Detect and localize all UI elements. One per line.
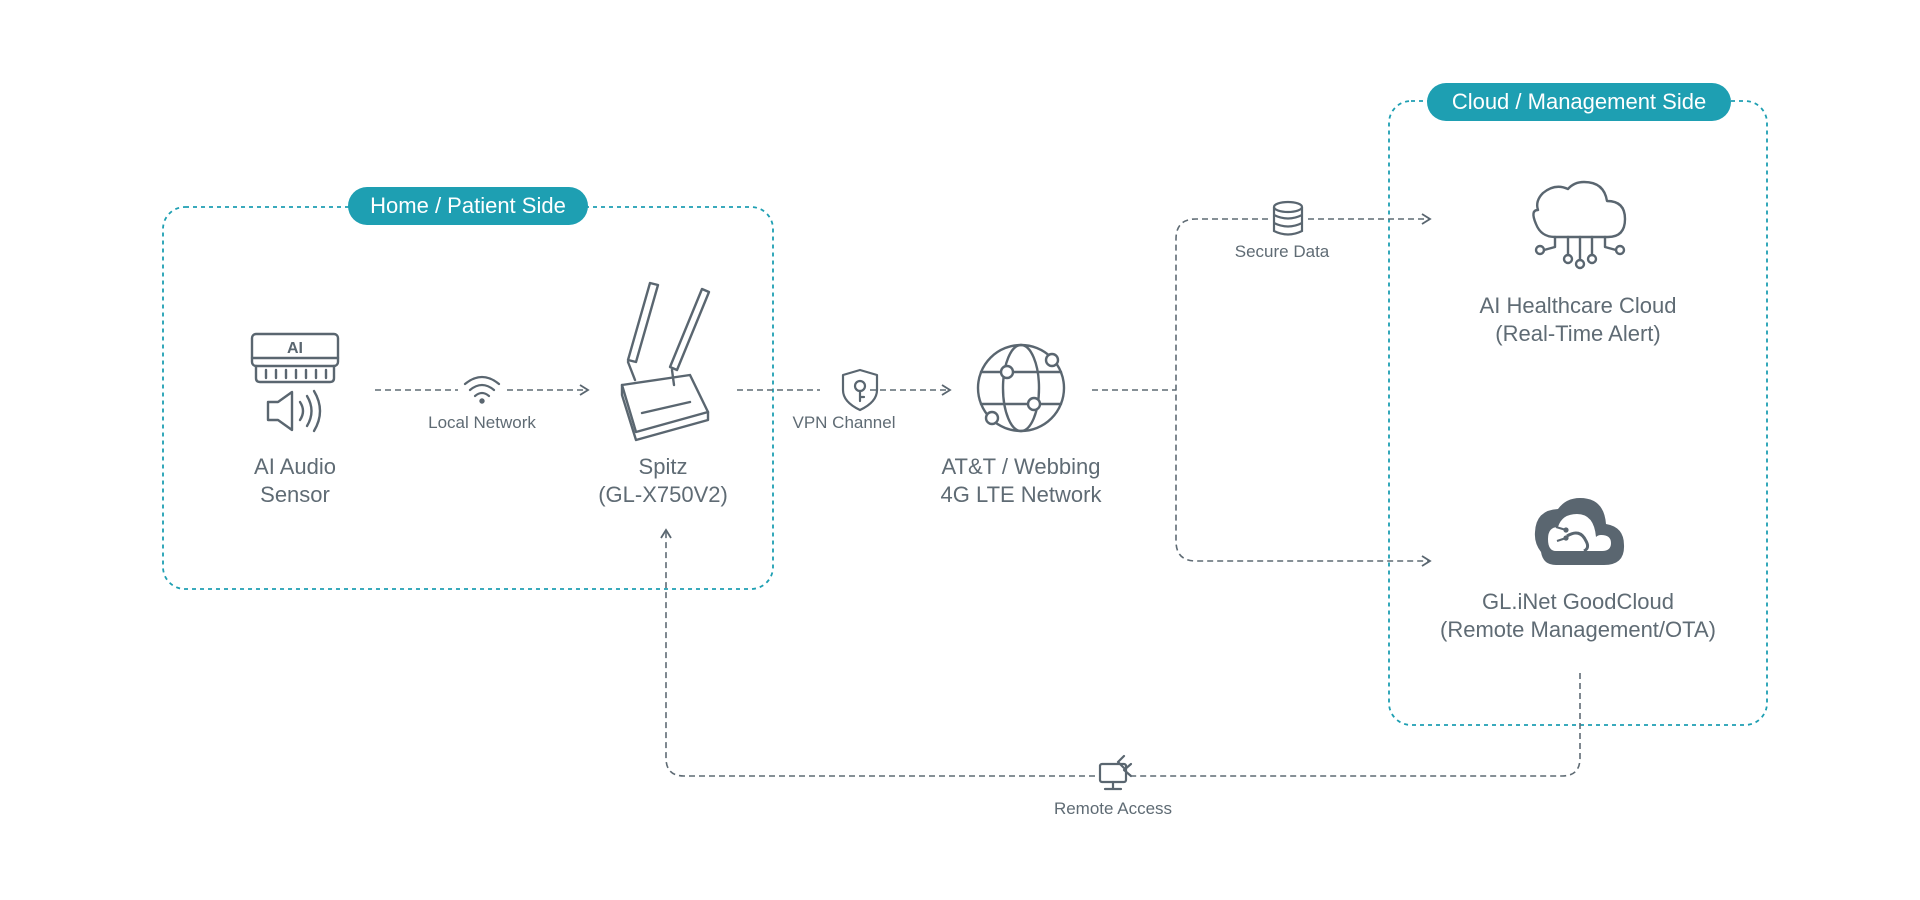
- ai-chip-text: AI: [287, 340, 303, 357]
- ai-audio-sensor-icon: [250, 332, 340, 433]
- router-icon: [620, 281, 711, 442]
- router-label: Spitz (GL-X750V2): [493, 453, 833, 509]
- goodcloud-logo-icon: [1534, 498, 1625, 565]
- goodcloud-label-line2: (Remote Management/OTA): [1440, 617, 1716, 642]
- edge-remote-right: [1132, 673, 1581, 777]
- remote-access-label: Remote Access: [1053, 799, 1173, 818]
- database-icon: [1272, 200, 1304, 236]
- network-label-line2: 4G LTE Network: [940, 482, 1102, 507]
- network-label-line1: AT&T / Webbing: [941, 454, 1101, 479]
- globe-icon: [976, 343, 1066, 433]
- network-label: AT&T / Webbing 4G LTE Network: [851, 453, 1191, 509]
- router-label-line2: (GL-X750V2): [598, 482, 728, 507]
- goodcloud-label-line1: GL.iNet GoodCloud: [1482, 589, 1674, 614]
- edge-remote-left: [660, 528, 1095, 777]
- vpn-channel-label: VPN Channel: [792, 413, 896, 432]
- ai-cloud-label: AI Healthcare Cloud (Real-Time Alert): [1408, 292, 1748, 348]
- ai-cloud-label-line1: AI Healthcare Cloud: [1479, 293, 1677, 318]
- wifi-icon: [463, 375, 501, 404]
- local-network-label: Local Network: [428, 413, 536, 432]
- cloud-group-title: Cloud / Management Side: [1427, 83, 1731, 121]
- ai-cloud-label-line2: (Real-Time Alert): [1495, 321, 1661, 346]
- sensor-label-line2: Sensor: [260, 482, 330, 507]
- home-group-frame: [162, 206, 774, 590]
- sensor-label-line1: AI Audio: [254, 454, 336, 479]
- cloud-group-frame: [1388, 100, 1768, 726]
- cloud-circuit-icon: [1532, 180, 1627, 270]
- remote-desktop-icon: [1098, 754, 1133, 791]
- edge-secure-left: [1175, 218, 1432, 567]
- secure-data-label: Secure Data: [1234, 242, 1330, 261]
- router-label-line1: Spitz: [638, 454, 688, 479]
- goodcloud-label: GL.iNet GoodCloud (Remote Management/OTA…: [1408, 588, 1748, 644]
- home-group-title: Home / Patient Side: [348, 187, 588, 225]
- shield-key-icon: [841, 368, 879, 412]
- sensor-label: AI Audio Sensor: [125, 453, 465, 509]
